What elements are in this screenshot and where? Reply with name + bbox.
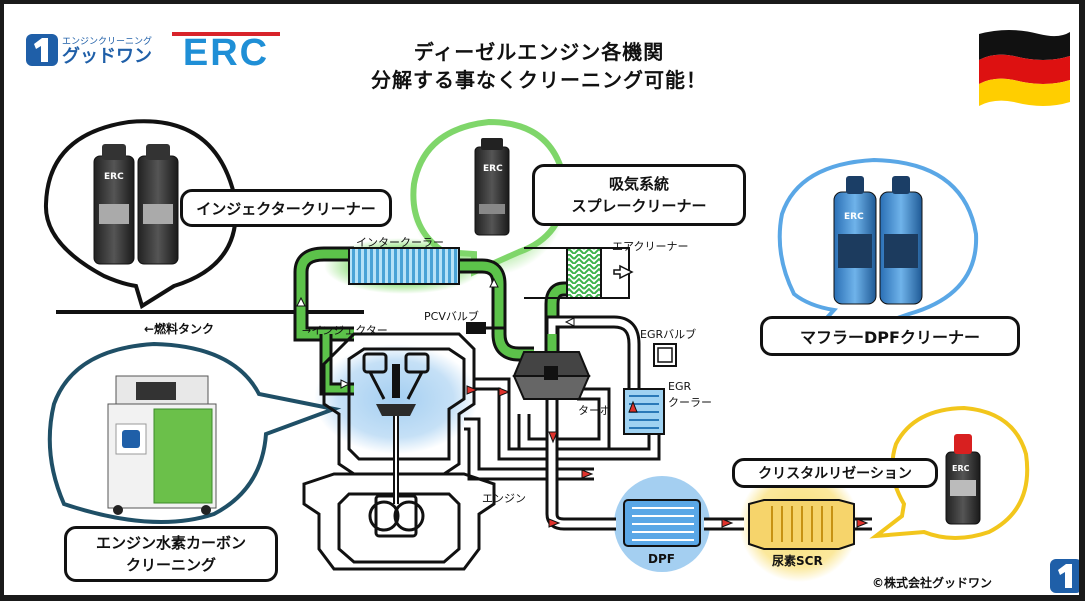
injector-label: →インジェクター (302, 324, 388, 337)
air-cleaner-housing (524, 247, 567, 299)
air-flow-arrows (296, 277, 575, 389)
engine-diagram (26, 30, 1079, 593)
corner-logo-mark (1050, 559, 1079, 593)
scr-label: 尿素SCR (772, 554, 823, 568)
muffler-dpf-label: マフラーDPFクリーナー (800, 328, 980, 347)
injector-cleaner-bottles (93, 144, 179, 265)
muffler-dpf-callout: マフラーDPFクリーナー (760, 316, 1020, 356)
engine-label: エンジン (482, 492, 526, 505)
goodone-logo-main: グッドワン (62, 46, 152, 67)
pcv-valve (466, 322, 486, 334)
goodone-logo-small: エンジンクリーニング (62, 37, 153, 47)
copyright: ©株式会社グッドワン (872, 576, 993, 590)
german-flag (979, 30, 1070, 106)
crystal-callout: クリスタルリゼーション (732, 458, 938, 488)
erc-logo: ERC (182, 32, 270, 74)
goodone-logo-mark (26, 34, 58, 66)
hydrogen-cleaning-machine (107, 375, 217, 515)
injector (392, 364, 400, 398)
intake-cleaner-callout: 吸気系統 スプレークリーナー (532, 164, 746, 226)
goodone-logo: エンジンクリーニング グッドワン (62, 34, 152, 67)
air-cleaner (566, 247, 602, 299)
egr-valve (653, 343, 677, 367)
injector-cleaner-callout: インジェクタークリーナー (180, 189, 392, 227)
pcv-valve-label: PCVバルブ (424, 310, 479, 323)
hydrogen-line1: エンジン水素カーボン (95, 534, 246, 552)
dpf-label: DPF (648, 552, 675, 566)
flow-arrows (466, 385, 869, 528)
title-line-2: 分解する事なくクリーニング可能！ (371, 68, 707, 92)
crystal-bottle-brand: ERC (952, 464, 970, 473)
egr-cooler-label-2: クーラー (668, 396, 712, 409)
title-line-1: ディーゼルエンジン各機関 (413, 40, 665, 64)
crystal-label: クリスタルリゼーション (758, 466, 912, 482)
injector-bottle-brand: ERC (104, 172, 124, 182)
intercooler (348, 247, 460, 285)
erc-logo-mark (172, 32, 280, 72)
injector-cleaner-label: インジェクタークリーナー (196, 199, 376, 218)
hydrogen-line2: クリーニング (125, 556, 216, 574)
intake-spray-can (474, 138, 510, 236)
turbo-label: ターボ (578, 404, 611, 417)
muffler-bottle-brand: ERC (844, 212, 864, 222)
intake-cleaner-line1: 吸気系統 (608, 175, 669, 193)
engine-block (302, 332, 496, 571)
air-inlet-arrow (613, 264, 634, 280)
combustion-glow (314, 344, 478, 454)
air-cleaner-label: エアクリーナー (612, 240, 689, 253)
intercooler-label: インタークーラー (356, 236, 444, 249)
fuel-tank-label: ←燃料タンク (144, 322, 215, 336)
crystal-bottle (945, 434, 981, 525)
egr-valve-label: EGRバルブ (640, 328, 697, 341)
intake-piping (293, 246, 579, 396)
muffler-cleaner-bottles (833, 176, 923, 305)
page-title: ディーゼルエンジン各機関 分解する事なくクリーニング可能！ (304, 38, 774, 94)
hydrogen-callout: エンジン水素カーボン クリーニング (64, 526, 278, 582)
egr-cooler-label-1: EGR (668, 380, 692, 393)
intake-cleaner-line2: スプレークリーナー (571, 197, 707, 215)
spray-can-brand: ERC (483, 164, 503, 174)
